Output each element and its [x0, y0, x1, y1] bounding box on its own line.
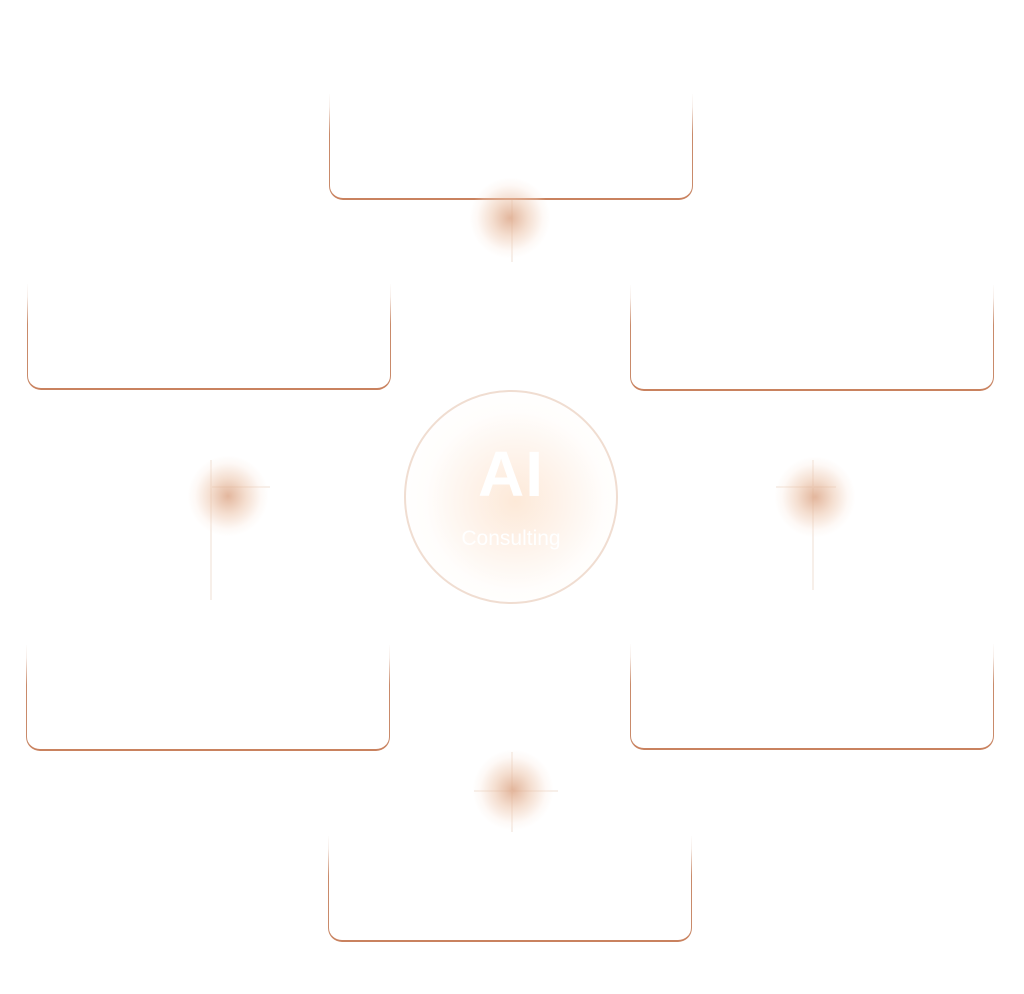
- card-bottom-right: [627, 642, 997, 750]
- center-subtitle: Consulting: [461, 527, 561, 550]
- glow-node-bottom: [473, 750, 553, 830]
- card-top: [326, 92, 696, 200]
- card-middle-right: [627, 283, 997, 391]
- center-hub: AI Consulting: [404, 390, 618, 604]
- card-middle-left: [24, 282, 394, 390]
- glow-node-right: [775, 457, 855, 537]
- card-bottom: [325, 834, 695, 942]
- center-title: AI: [478, 438, 544, 510]
- card-bottom-left: [23, 643, 393, 751]
- glow-node-top: [470, 178, 550, 258]
- glow-node-left: [188, 456, 268, 536]
